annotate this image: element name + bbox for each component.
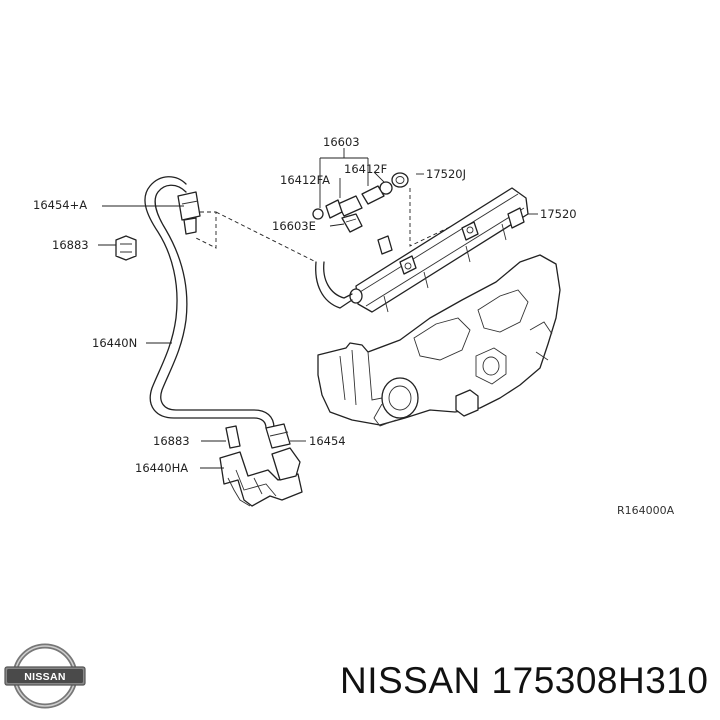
logo-wordmark: NISSAN (24, 671, 65, 683)
reference-code: R164000A (617, 504, 675, 517)
label-16883-bottom: 16883 (153, 434, 190, 448)
fuel-damper-fittings (312, 172, 409, 233)
part-labels: 16603 16412F 16412FA 17520J 16454+A 1660… (33, 135, 675, 517)
label-16454: 16454 (309, 434, 346, 448)
label-16440n: 16440N (92, 336, 137, 350)
label-16440ha: 16440HA (135, 461, 188, 475)
fuel-rail-17520 (349, 187, 529, 313)
part-number-caption: NISSAN 175308H310 (340, 660, 709, 701)
vacuum-hose-16440n (115, 176, 275, 429)
leader-lines (98, 148, 538, 469)
dashed-guides (195, 188, 453, 263)
label-16603: 16603 (323, 135, 360, 149)
rail-connector-hose (315, 261, 353, 309)
label-17520: 17520 (540, 207, 577, 221)
label-17520j: 17520J (426, 167, 466, 181)
label-16883-top: 16883 (52, 238, 89, 252)
label-16412fa: 16412FA (280, 173, 330, 187)
label-16454-a: 16454+A (33, 198, 87, 212)
solenoid-bracket-assembly (219, 423, 303, 507)
label-16412f: 16412F (344, 162, 387, 176)
nissan-logo-icon: NISSAN (4, 643, 86, 709)
label-16603e: 16603E (272, 219, 316, 233)
intake-manifold-drawing (317, 254, 561, 427)
